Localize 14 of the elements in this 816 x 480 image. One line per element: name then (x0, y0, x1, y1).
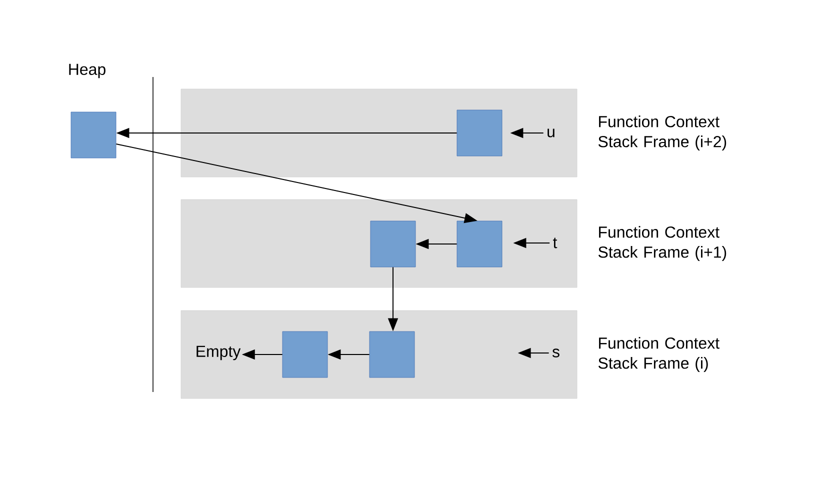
memory-box (369, 331, 415, 378)
memory-box (456, 110, 502, 156)
variable-label: t (553, 238, 558, 248)
variable-label: s (552, 348, 560, 358)
text-label: Empty (196, 346, 241, 360)
memory-box (282, 331, 328, 378)
memory-box (456, 220, 502, 268)
node-label: Function Context Stack Frame (i+2) (598, 116, 726, 150)
node-label: Function Context Stack Frame (i) (598, 337, 720, 372)
variable-label: u (548, 128, 554, 138)
heading: Heap (69, 64, 106, 78)
memory-box (70, 112, 116, 158)
node-label: Function Context Stack Frame (i+1) (598, 226, 726, 261)
memory-box (370, 220, 416, 268)
